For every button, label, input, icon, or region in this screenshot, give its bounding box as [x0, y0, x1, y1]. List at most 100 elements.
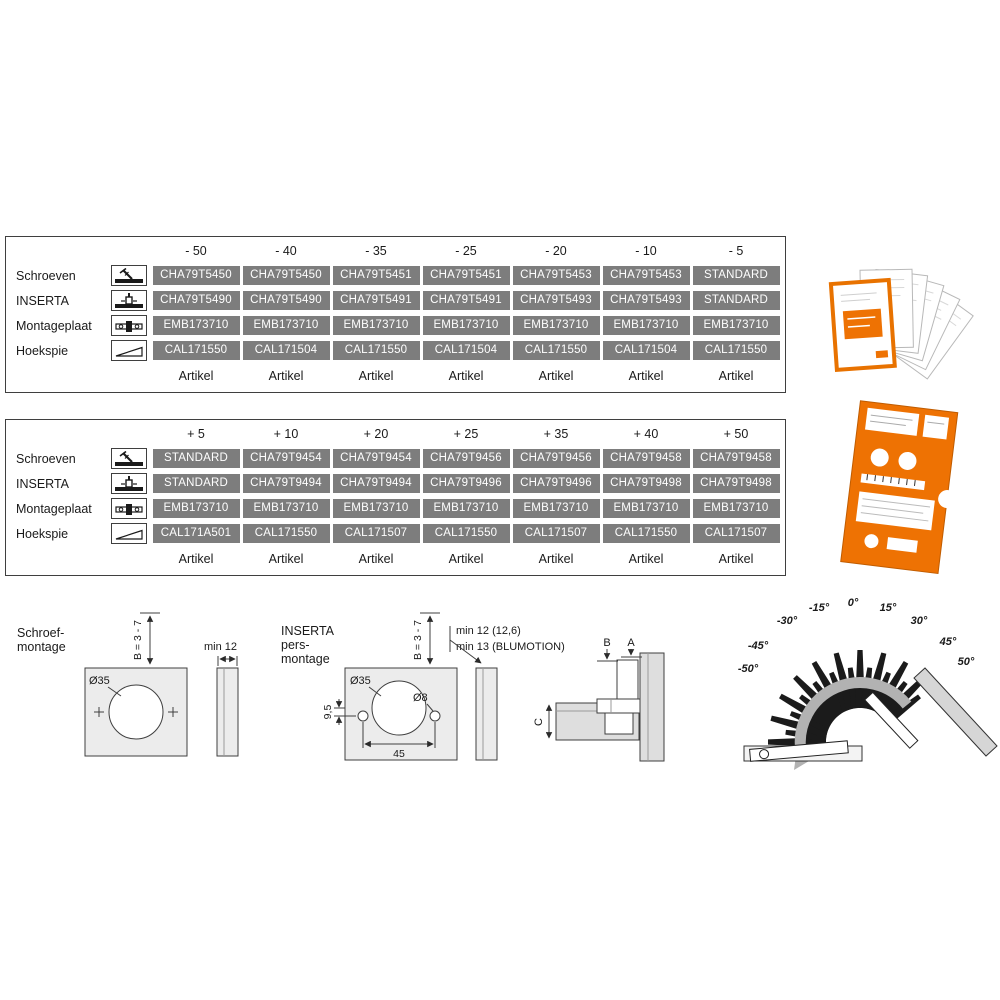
article-cell: CHA79T9498: [692, 474, 780, 493]
article-cell: CHA79T5490: [242, 291, 330, 310]
wedge-icon: [111, 523, 147, 544]
article-cell: STANDARD: [152, 449, 240, 468]
article-cell: CHA79T5490: [152, 291, 240, 310]
article-cell: CHA79T5450: [152, 266, 240, 285]
row-label-inserta: INSERTA: [16, 476, 70, 491]
article-cell: CHA79T9458: [602, 449, 690, 468]
bore-distance-label: B = 3 - 7: [132, 620, 144, 660]
article-cell: CAL171507: [692, 524, 780, 543]
catalog-brochures-image: [828, 268, 974, 380]
offset-label: 9,5: [322, 705, 334, 720]
artikel-label: Artikel: [628, 369, 664, 383]
artikel-label: Artikel: [448, 369, 484, 383]
column-header: + 25: [453, 427, 479, 441]
article-cell: CHA79T5493: [602, 291, 690, 310]
row-label-schroeven: Schroeven: [16, 268, 76, 283]
article-table-plus-angles: + 5 + 10 + 20 + 25 + 35 + 40 + 50 Schroe…: [5, 419, 786, 576]
inserta-label-line2: pers-: [281, 638, 309, 652]
artikel-label: Artikel: [178, 552, 214, 566]
article-table-minus-angles: - 50 - 40 - 35 - 25 - 20 - 10 - 5 Schroe…: [5, 236, 786, 393]
artikel-label: Artikel: [268, 369, 304, 383]
column-header: + 20: [363, 427, 389, 441]
dim-c-label: C: [533, 718, 545, 726]
article-cell: CHA79T5491: [422, 291, 510, 310]
min-thickness-label-1: min 12 (12,6): [456, 625, 521, 637]
article-cell: CHA79T9496: [512, 474, 600, 493]
article-cell: EMB173710: [512, 316, 600, 335]
article-cell: CHA79T9458: [692, 449, 780, 468]
article-cell: CAL171504: [422, 341, 510, 360]
drilling-template-image: [840, 400, 959, 575]
artikel-label: Artikel: [538, 369, 574, 383]
artikel-label: Artikel: [538, 552, 574, 566]
column-header: + 10: [273, 427, 299, 441]
row-label-hoekspie: Hoekspie: [16, 526, 69, 541]
article-cell: EMB173710: [422, 499, 510, 518]
article-cell: CAL171550: [422, 524, 510, 543]
article-cell: CHA79T9456: [422, 449, 510, 468]
article-cell: CHA79T5491: [332, 291, 420, 310]
row-label-hoekspie: Hoekspie: [16, 343, 69, 358]
article-cell: CAL171550: [692, 341, 780, 360]
article-cell: EMB173710: [332, 499, 420, 518]
artikel-label: Artikel: [178, 369, 214, 383]
article-cell: CAL171507: [332, 524, 420, 543]
article-cell: EMB173710: [602, 499, 690, 518]
column-header: + 35: [543, 427, 569, 441]
article-cell: CHA79T9498: [602, 474, 690, 493]
article-cell: CAL171550: [332, 341, 420, 360]
article-cell: CHA79T5453: [512, 266, 600, 285]
dim-a-label: A: [627, 637, 635, 649]
column-header: - 10: [635, 244, 657, 258]
article-cell: EMB173710: [152, 316, 240, 335]
column-header: + 5: [187, 427, 205, 441]
artikel-label: Artikel: [358, 369, 394, 383]
article-cell: CHA79T9494: [242, 474, 330, 493]
inserta-label-line3: montage: [281, 652, 330, 666]
article-cell: CHA79T5450: [242, 266, 330, 285]
angle-label: 45°: [939, 636, 957, 648]
article-cell: CHA79T9456: [512, 449, 600, 468]
article-cell: CHA79T5453: [602, 266, 690, 285]
column-header: - 5: [728, 244, 744, 258]
technical-drawings: Schroef- montage Ø35 B = 3 - 7 min 12 IN…: [17, 597, 998, 770]
cup-diameter-label: Ø35: [89, 675, 110, 687]
inserta-montage-drawing: INSERTA pers- montage Ø35 Ø8 9,5 45 B = …: [281, 612, 565, 761]
article-cell: EMB173710: [422, 316, 510, 335]
dowel-diameter-label: Ø8: [413, 692, 428, 704]
angle-label: 50°: [958, 656, 975, 668]
angle-label: 15°: [880, 602, 897, 614]
angle-label: -30°: [777, 615, 798, 627]
article-cell: CHA79T5451: [332, 266, 420, 285]
article-cell: CHA79T9496: [422, 474, 510, 493]
article-cell: STANDARD: [152, 474, 240, 493]
row-label-schroeven: Schroeven: [16, 451, 76, 466]
angle-label: -50°: [738, 663, 759, 675]
article-cell: CAL171A501: [152, 524, 240, 543]
artikel-label: Artikel: [628, 552, 664, 566]
screws-icon: [111, 448, 147, 469]
column-header: - 25: [455, 244, 477, 258]
angle-label: 0°: [848, 597, 859, 609]
article-cell: EMB173710: [152, 499, 240, 518]
column-header: - 40: [275, 244, 297, 258]
cross-section-drawing: B A C: [533, 637, 665, 762]
article-cell: CHA79T5493: [512, 291, 600, 310]
angle-label: -45°: [748, 640, 769, 652]
schroef-label-line1: Schroef-: [17, 626, 64, 640]
article-cell: CAL171550: [152, 341, 240, 360]
row-label-montageplaat: Montageplaat: [16, 318, 92, 333]
artikel-label: Artikel: [718, 369, 754, 383]
article-cell: CAL171504: [602, 341, 690, 360]
article-cell: EMB173710: [692, 499, 780, 518]
schroef-label-line2: montage: [17, 640, 66, 654]
column-header: - 50: [185, 244, 207, 258]
artikel-label: Artikel: [268, 552, 304, 566]
artikel-label: Artikel: [718, 552, 754, 566]
schroef-montage-drawing: Schroef- montage Ø35 B = 3 - 7 min 12: [17, 612, 239, 757]
column-header: + 40: [633, 427, 659, 441]
inserta-press-icon: [111, 473, 147, 494]
column-header: - 20: [545, 244, 567, 258]
min-thickness-label: min 12: [204, 641, 237, 653]
